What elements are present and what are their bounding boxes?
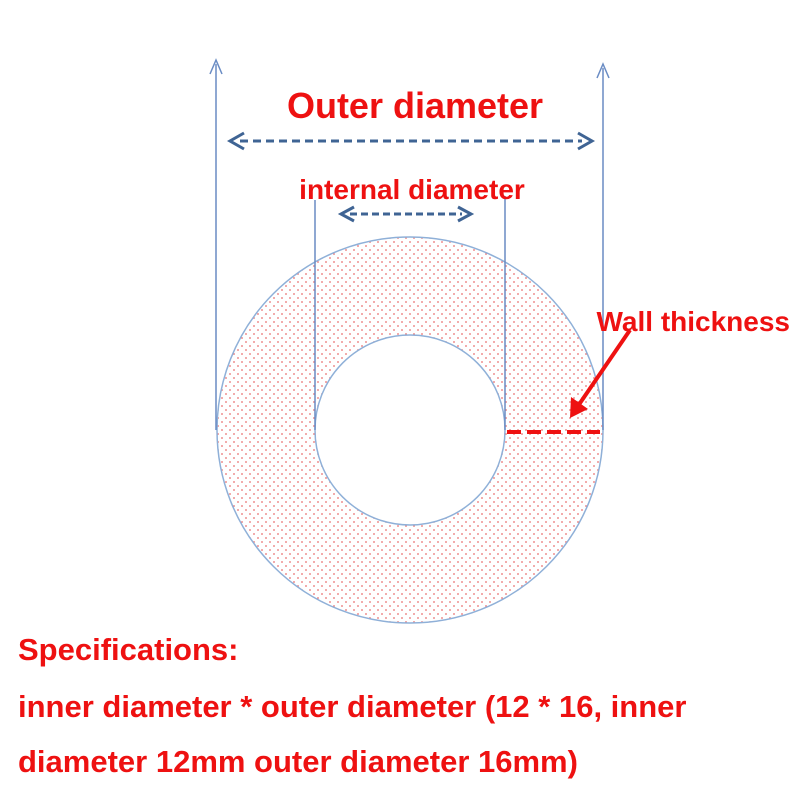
outer-left-extension-line [209,58,223,430]
outer-diameter-label: Outer diameter [287,85,543,126]
specifications-line-2: diameter 12mm outer diameter 16mm) [18,744,578,779]
specifications-title: Specifications: [18,632,239,667]
specifications-line-1: inner diameter * outer diameter (12 * 16… [18,689,687,724]
internal-diameter-arrow [337,205,475,223]
internal-diameter-label: internal diameter [299,174,525,205]
outer-diameter-arrow [226,131,596,151]
wall-thickness-pointer-arrow [570,328,632,418]
wall-thickness-label: Wall thickness [597,306,790,337]
